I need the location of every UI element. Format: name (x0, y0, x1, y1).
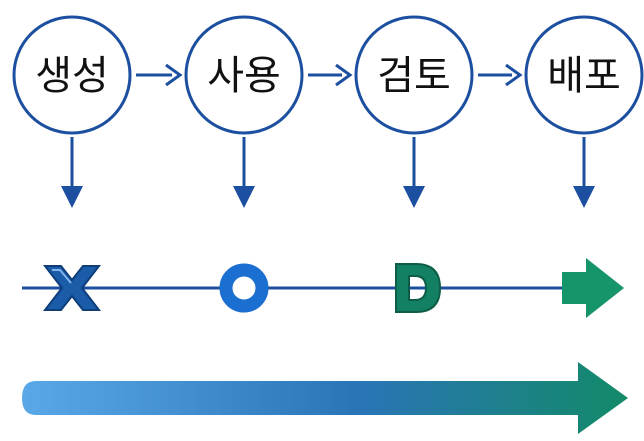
stage-circle-4 (524, 15, 644, 135)
stage-circle-1 (12, 15, 132, 135)
stage-2: 사용 (184, 15, 304, 208)
stage-4: 배포 (524, 15, 644, 208)
stages-layer: 생성 사용 검토 배포 (12, 15, 644, 208)
stage-label-1: 생성 (35, 53, 109, 99)
stage-label-3: 검토 (377, 53, 451, 99)
stage-1: 생성 (12, 15, 132, 208)
down-arrow-icon (233, 137, 255, 208)
down-arrow-icon (403, 137, 425, 208)
marker-2 (219, 263, 269, 313)
right-arrow-icon (308, 63, 353, 87)
stage-circle-2 (184, 15, 304, 135)
stage-circle-3 (354, 15, 474, 135)
stage-label-4: 배포 (547, 53, 621, 99)
stage-3: 검토 (354, 15, 474, 208)
marker-4 (562, 258, 624, 318)
marker-3 (395, 263, 442, 313)
down-arrow-icon (573, 137, 595, 208)
d-marker-icon (395, 263, 442, 313)
right-arrow-icon (136, 63, 183, 87)
right-arrow-icon (478, 63, 523, 87)
flow-arrows-layer (136, 63, 523, 87)
progress-gradient-arrow-icon (22, 362, 628, 434)
marker-1 (42, 265, 102, 311)
down-arrow-icon (61, 137, 83, 208)
markers-layer (42, 258, 624, 318)
x-marker-icon (42, 265, 102, 311)
stage-label-2: 사용 (207, 53, 281, 99)
o-marker-icon (219, 263, 269, 313)
arrow-marker-icon (562, 258, 624, 318)
